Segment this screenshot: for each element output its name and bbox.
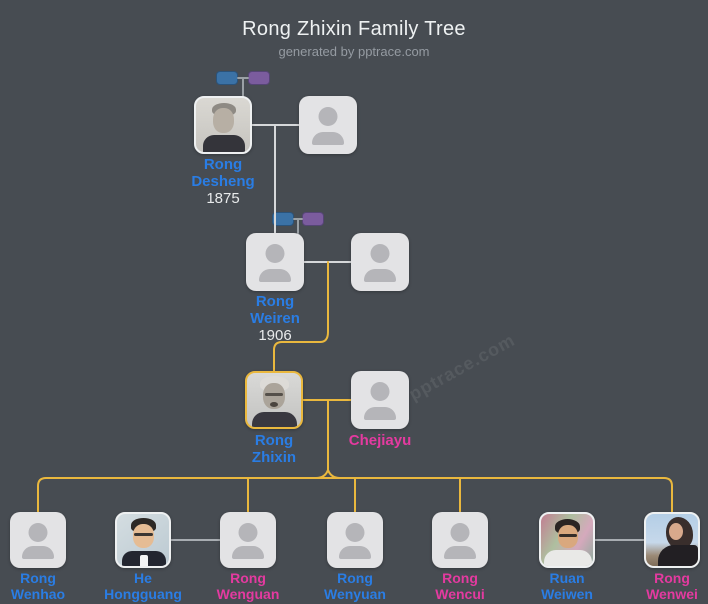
- avatar-placeholder-icon: [364, 269, 396, 282]
- avatar-placeholder-icon: [370, 244, 390, 263]
- portrait-body: [203, 135, 245, 152]
- descent-lines-gold: [37, 261, 673, 513]
- portrait-shirt: [140, 555, 148, 566]
- portrait-face: [669, 523, 683, 540]
- person-name-rong-wenwei: Rong Wenwei: [646, 570, 698, 602]
- avatar-placeholder-icon: [339, 546, 371, 559]
- person-card-rong-zhixin[interactable]: [245, 371, 303, 429]
- person-name-chejiayu: Chejiayu: [348, 432, 412, 449]
- person-name-rong-zhixin: Rong Zhixin: [251, 432, 297, 466]
- person-card-rong-desheng[interactable]: [194, 96, 252, 154]
- person-card-rong-weiren[interactable]: [246, 233, 304, 291]
- avatar-placeholder-icon: [444, 546, 476, 559]
- avatar-placeholder-icon: [265, 244, 285, 263]
- person-name-ruan-weiwen: Ruan Weiwen: [541, 570, 593, 602]
- avatar-placeholder-icon: [318, 107, 338, 126]
- person-card-desheng-spouse[interactable]: [299, 96, 357, 154]
- portrait-glasses: [265, 393, 283, 396]
- mini-icon-connectors: [237, 77, 303, 234]
- avatar-placeholder-icon: [28, 523, 48, 542]
- person-card-rong-wenhao[interactable]: [10, 512, 66, 568]
- page-subtitle: generated by pptrace.com: [278, 44, 430, 59]
- person-card-ruan-weiwen[interactable]: [539, 512, 595, 568]
- person-name-rong-weiren: Rong Weiren: [250, 293, 300, 327]
- portrait-glasses: [134, 533, 153, 536]
- portrait-face: [133, 524, 154, 548]
- avatar-placeholder-icon: [370, 382, 390, 401]
- avatar-placeholder-icon: [312, 132, 344, 145]
- person-name-rong-wenyuan: Rong Wenyuan: [324, 570, 386, 602]
- person-year-rong-weiren: 1906: [258, 327, 292, 344]
- page-title: Rong Zhixin Family Tree: [242, 18, 466, 40]
- person-name-rong-wenhao: Rong Wenhao: [10, 570, 66, 602]
- person-card-chejiayu[interactable]: [351, 371, 409, 429]
- portrait-face: [263, 383, 285, 409]
- person-card-rong-wenguan[interactable]: [220, 512, 276, 568]
- person-name-rong-desheng: Rong Desheng: [191, 156, 255, 190]
- avatar-placeholder-icon: [364, 407, 396, 420]
- portrait-body: [658, 545, 698, 566]
- avatar-placeholder-icon: [259, 269, 291, 282]
- portrait-mouth: [270, 402, 278, 407]
- portrait-face: [213, 108, 234, 133]
- person-name-he-hongguang: He Hongguang: [104, 570, 182, 602]
- portrait-body: [252, 412, 297, 427]
- portrait-body: [544, 550, 592, 566]
- avatar-placeholder-icon: [450, 523, 470, 542]
- person-card-rong-wenyuan[interactable]: [327, 512, 383, 568]
- avatar-placeholder-icon: [345, 523, 365, 542]
- person-card-rong-wenwei[interactable]: [644, 512, 700, 568]
- person-year-rong-desheng: 1875: [206, 190, 240, 207]
- avatar-placeholder-icon: [22, 546, 54, 559]
- avatar-placeholder-icon: [232, 546, 264, 559]
- person-card-he-hongguang[interactable]: [115, 512, 171, 568]
- person-name-rong-wencui: Rong Wencui: [435, 570, 485, 602]
- avatar-placeholder-icon: [238, 523, 258, 542]
- person-card-weiren-spouse[interactable]: [351, 233, 409, 291]
- person-card-rong-wencui[interactable]: [432, 512, 488, 568]
- person-name-rong-wenguan: Rong Wenguan: [216, 570, 280, 602]
- portrait-glasses: [559, 534, 577, 537]
